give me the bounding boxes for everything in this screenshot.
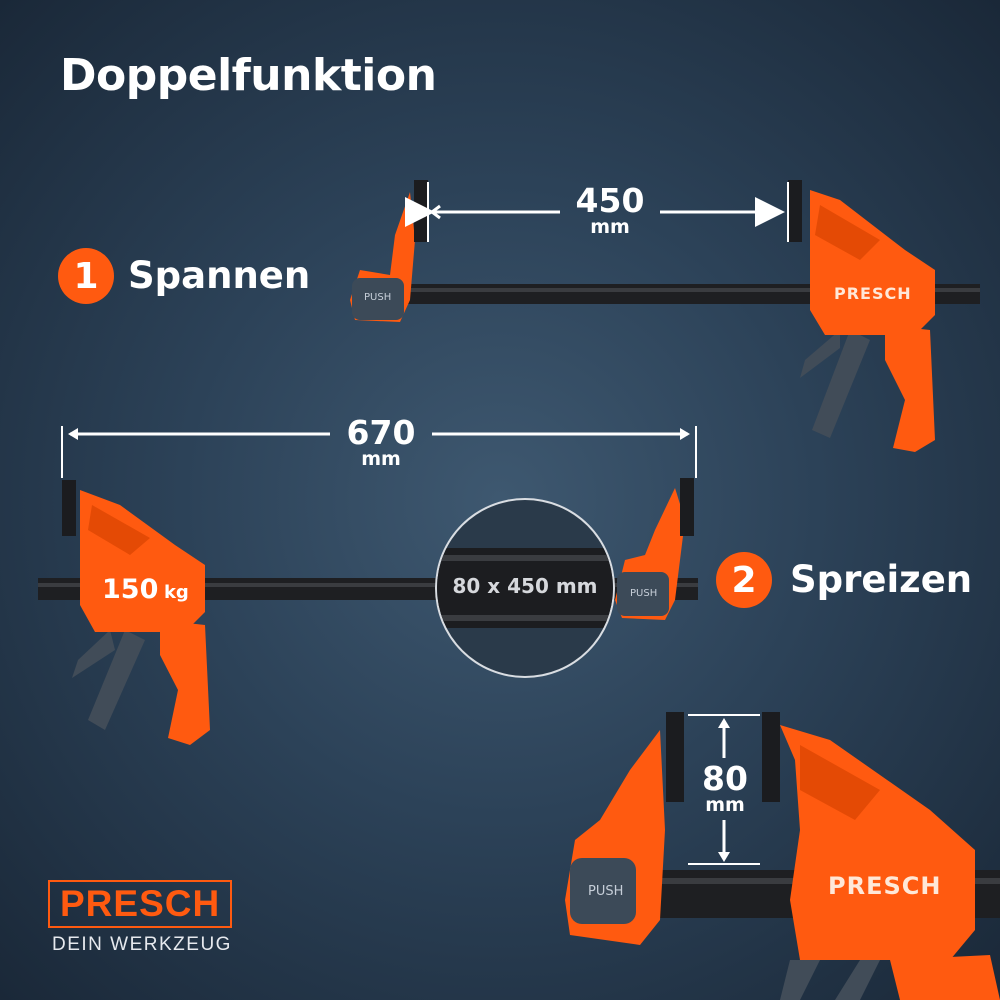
jaw-pad-left-mid — [62, 480, 76, 536]
jaw-pad-right-top — [788, 180, 802, 242]
dimension-top-unit: mm — [590, 216, 630, 238]
clamp-top — [350, 180, 980, 452]
step-1-label: Spannen — [128, 254, 311, 297]
load-capacity-value: 150 — [102, 574, 159, 605]
dimension-middle-value: 670 — [346, 413, 416, 452]
jaw-pad-left-top — [414, 180, 428, 242]
brand-logo: PRESCH — [48, 880, 233, 928]
push-label-middle: PUSH — [630, 588, 658, 599]
brand-tagline: DEIN WERKZEUG — [52, 934, 232, 955]
rail-spec-label: 80 x 450 mm — [452, 574, 598, 598]
clamp-bottom — [565, 712, 1000, 1000]
jaw-pad-left-bottom — [666, 712, 684, 802]
step-1-number: 1 — [73, 255, 99, 297]
push-label-bottom: PUSH — [588, 884, 624, 899]
dimension-top: 450 mm — [560, 181, 660, 238]
page-title: Doppelfunktion — [60, 50, 437, 101]
push-label-top: PUSH — [364, 292, 392, 303]
dimension-middle: 670 mm — [330, 413, 432, 470]
step-2-badge: 2 — [716, 552, 772, 608]
step-1-badge: 1 — [58, 248, 114, 304]
step-2-label: Spreizen — [790, 558, 973, 601]
brand-label-top: PRESCH — [834, 284, 912, 303]
dimension-bottom-unit: mm — [705, 794, 745, 816]
rail-zoom-circle — [435, 498, 615, 678]
dimension-top-value: 450 — [575, 181, 645, 220]
brand-logo-name: PRESCH — [60, 883, 221, 924]
jaw-pad-right-mid — [680, 478, 694, 536]
dimension-bottom-value: 80 — [702, 759, 748, 798]
load-capacity-badge: 150 kg — [102, 574, 189, 605]
brand-label-bottom: PRESCH — [828, 872, 942, 900]
step-2-number: 2 — [731, 559, 757, 601]
dimension-middle-unit: mm — [361, 448, 401, 470]
jaw-pad-right-bottom — [762, 712, 780, 802]
load-capacity-unit: kg — [163, 582, 189, 603]
dimension-bottom: 80 mm — [690, 759, 760, 816]
